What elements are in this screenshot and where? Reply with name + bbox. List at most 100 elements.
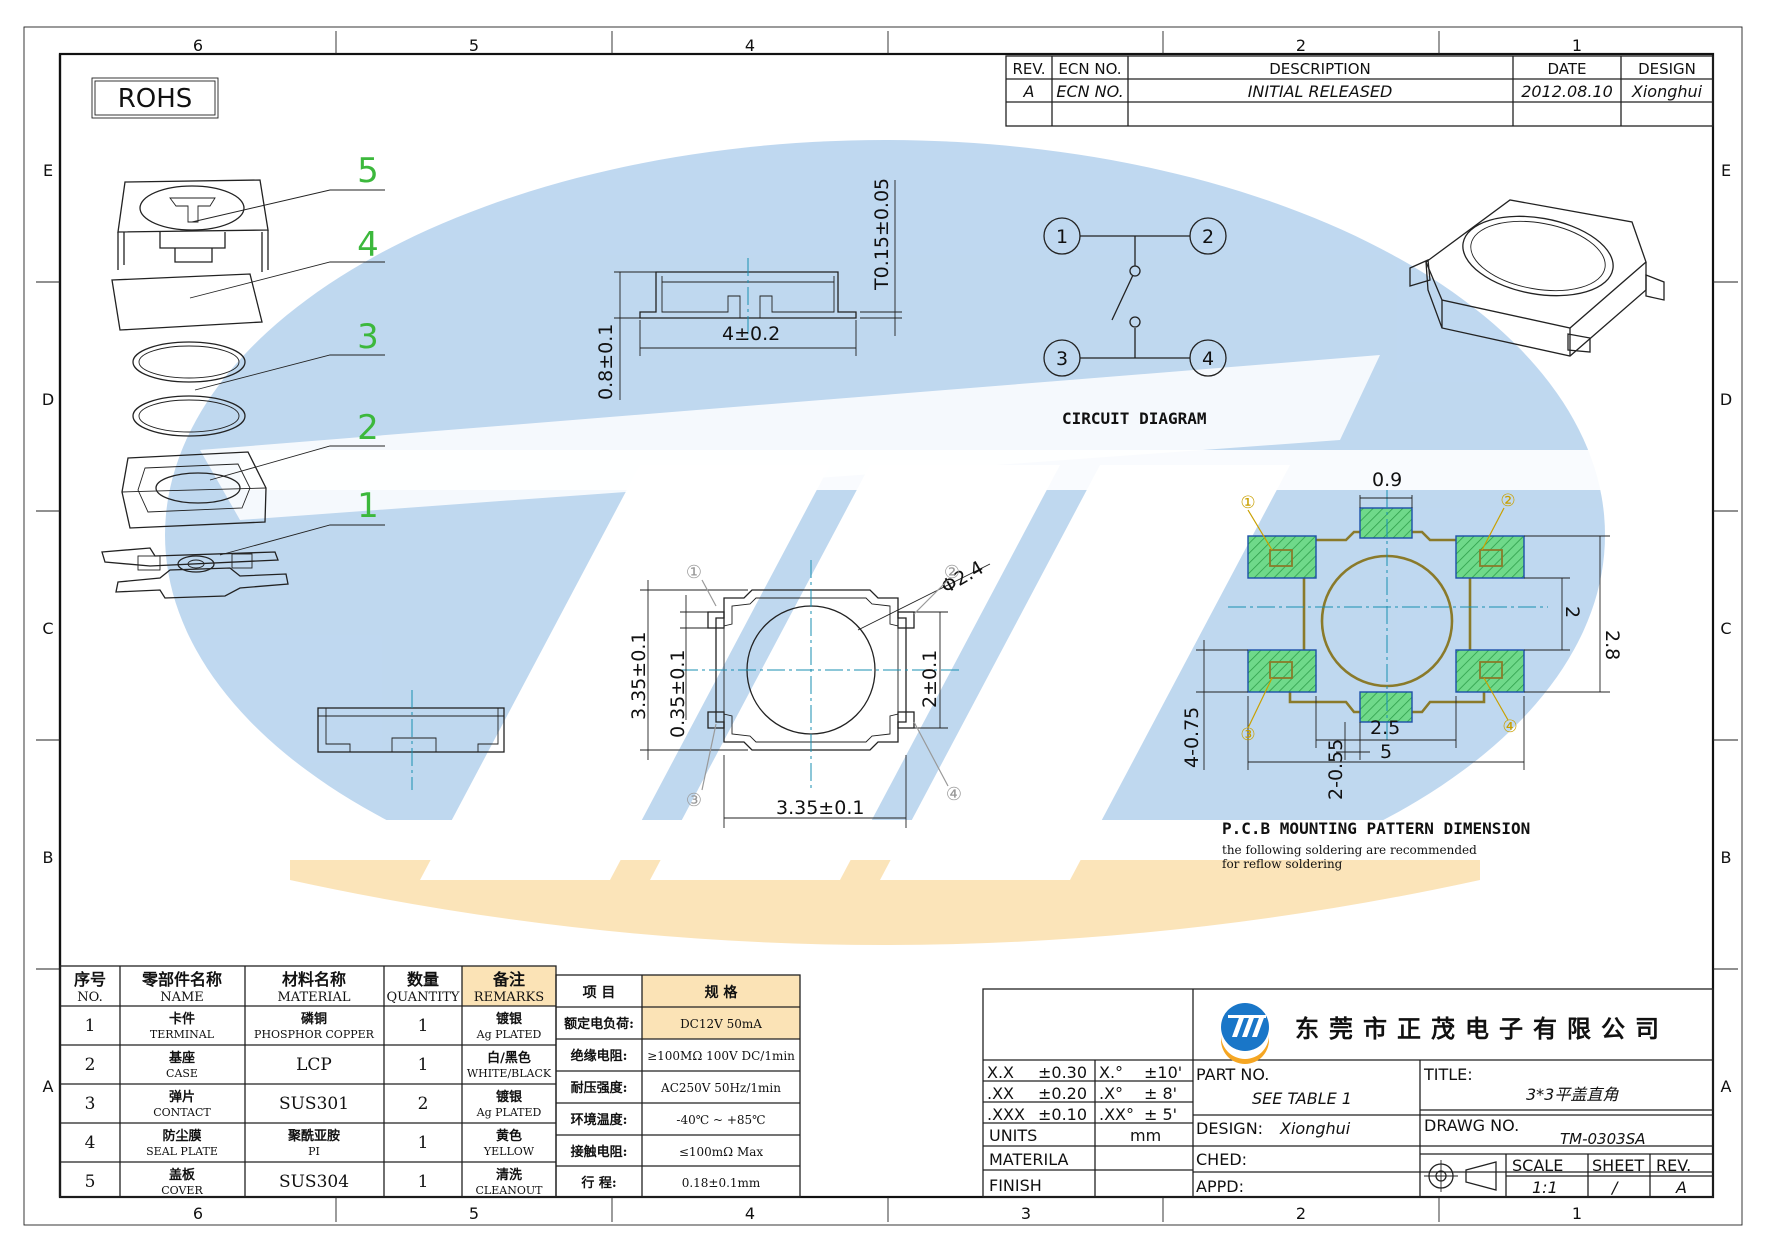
pcb-dim-right-outer: 2.8 — [1601, 630, 1623, 660]
spec-header-value: 规 格 — [705, 984, 739, 1001]
bom-cell-material-cn: 聚酰亚胺 — [287, 1128, 340, 1144]
part-seal-plate — [111, 273, 263, 331]
bom-cell-remarks-en: WHITE/BLACK — [467, 1067, 552, 1080]
tol-ang3-label: .XX° — [1099, 1105, 1134, 1124]
bom-cell-no: 2 — [85, 1055, 96, 1075]
date-header: DATE — [1547, 60, 1586, 78]
callout-4: 4 — [357, 225, 379, 265]
circuit-terminal-3: 3 — [1056, 348, 1068, 370]
bom-cell-remarks-cn: 镀银 — [496, 1089, 523, 1105]
spec-value: -40℃ ~ +85℃ — [676, 1113, 765, 1127]
bom-cell-remarks-cn: 清洗 — [496, 1167, 522, 1183]
spec-value: ≤100mΩ Max — [679, 1145, 764, 1159]
bom-cell-remarks-en: YELLOW — [483, 1145, 535, 1158]
bom-cell-name-cn: 盖板 — [169, 1167, 196, 1183]
row-label-right: E — [1721, 161, 1731, 180]
drawg-label: DRAWG NO. — [1424, 1116, 1519, 1135]
row-label-right: A — [1721, 1077, 1732, 1096]
isometric-view — [1409, 199, 1665, 357]
bom-cell-material: LCP — [296, 1055, 332, 1075]
ched-label: CHED: — [1196, 1150, 1247, 1169]
pcb-note-1: the following soldering are recommended — [1222, 843, 1477, 857]
bom-cell-material-cn: 磷铜 — [301, 1011, 327, 1027]
spec-item: 绝缘电阻: — [571, 1048, 628, 1064]
bom-header-name-en: NAME — [160, 990, 204, 1005]
pcb-dim-bottom: 2-0.55 — [1325, 739, 1347, 800]
pcb-terminal-3: ③ — [1240, 725, 1255, 745]
bom-header-material-cn: 材料名称 — [282, 970, 346, 989]
bom-cell-qty: 2 — [418, 1094, 429, 1114]
bom-cell-material-en: PI — [308, 1145, 320, 1158]
pcb-title: P.C.B MOUNTING PATTERN DIMENSION — [1222, 819, 1530, 838]
title-block: 东莞市正茂电子有限公司 X.X ±0.30 X.° ±10' .XX ±0.20… — [982, 988, 1714, 1198]
bom-header-name-cn: 零部件名称 — [141, 970, 222, 989]
dim-width: 4±0.2 — [722, 323, 780, 345]
bom-header-remarks-cn: 备注 — [492, 970, 525, 989]
tol-ang1-value: ±10' — [1144, 1063, 1182, 1082]
bom-cell-name-en: CASE — [166, 1067, 198, 1080]
design-label: DESIGN: — [1196, 1119, 1263, 1138]
dim-terminal-offset: 0.35±0.1 — [667, 650, 689, 738]
col-label-bottom: 1 — [1572, 1204, 1582, 1223]
bom-cell-material: SUS301 — [279, 1094, 349, 1114]
appd-label: APPD: — [1196, 1177, 1244, 1196]
title-value: 3*3平盖直角 — [1526, 1085, 1619, 1104]
row-label-right: D — [1720, 390, 1732, 409]
company-name: 东莞市正茂电子有限公司 — [1295, 1014, 1669, 1043]
pcb-dim-inner-width: 2.5 — [1370, 717, 1400, 739]
rev-label: REV. — [1656, 1156, 1691, 1175]
row-label-left: E — [43, 161, 53, 180]
circuit-terminal-2: 2 — [1202, 226, 1214, 248]
pcb-dim-left: 4-0.75 — [1181, 707, 1203, 768]
rev-value: A — [1023, 82, 1035, 101]
tol-ang1-label: X.° — [1099, 1063, 1123, 1082]
circuit-terminal-4: 4 — [1202, 348, 1214, 370]
spec-item: 接触电阻: — [571, 1144, 628, 1160]
callout-1: 1 — [357, 486, 379, 526]
title-label: TITLE: — [1423, 1065, 1473, 1084]
rohs-stamp: ROHS — [91, 77, 219, 119]
spec-value: DC12V 50mA — [680, 1017, 762, 1031]
bom-cell-remarks-cn: 黄色 — [496, 1128, 522, 1144]
bom-cell-remarks-cn: 镀银 — [496, 1011, 523, 1027]
row-label-left: B — [43, 848, 54, 867]
company-logo — [1221, 1003, 1269, 1064]
col-label-top: 5 — [469, 36, 479, 55]
row-label-left: D — [42, 390, 54, 409]
col-label-top: 6 — [193, 36, 203, 55]
top-terminal-3: ③ — [686, 790, 702, 811]
spec-value: ≥100MΩ 100V DC/1min — [647, 1049, 795, 1063]
col-label-bottom: 5 — [469, 1204, 479, 1223]
sheet-label: SHEET — [1592, 1156, 1644, 1175]
pcb-dim-right-inner: 2 — [1561, 606, 1583, 618]
bom-cell-name-cn: 卡件 — [169, 1011, 195, 1027]
spec-item: 行 程: — [580, 1175, 616, 1191]
pcb-note-2: for reflow soldering — [1222, 857, 1343, 871]
bom-cell-name-cn: 弹片 — [169, 1089, 195, 1105]
tol-xxx-label: .XX — [987, 1084, 1014, 1103]
bom-cell-name-cn: 基座 — [168, 1050, 195, 1066]
drawing-frame: 6 5 4 2 1 6 5 4 3 2 1 E D C B A E D C B … — [23, 26, 1743, 1226]
rev-value: A — [1675, 1178, 1687, 1197]
bom-cell-name-cn: 防尘膜 — [162, 1128, 201, 1144]
bom-cell-remarks-en: Ag PLATED — [476, 1028, 542, 1041]
callout-2: 2 — [357, 408, 379, 448]
col-label-top: 2 — [1296, 36, 1306, 55]
bom-cell-no: 5 — [85, 1172, 96, 1192]
dim-height: 0.8±0.1 — [595, 324, 617, 400]
design-value: Xionghui — [1631, 82, 1703, 101]
description-value: INITIAL RELEASED — [1248, 82, 1393, 101]
row-label-left: C — [42, 619, 53, 638]
bom-cell-name-en: TERMINAL — [150, 1028, 215, 1041]
circuit-diagram: 1 2 3 4 CIRCUIT DIAGRAM — [1043, 217, 1227, 428]
rev-header: REV. — [1013, 60, 1046, 78]
bom-cell-no: 3 — [85, 1094, 96, 1114]
col-label-bottom: 4 — [745, 1204, 755, 1223]
bom-header-no-en: NO. — [77, 990, 102, 1005]
ecn-header: ECN NO. — [1058, 60, 1121, 78]
dim-terminal-spacing: 2±0.1 — [919, 650, 941, 708]
rohs-label: ROHS — [118, 84, 193, 114]
tol-ang3-value: ± 5' — [1144, 1105, 1177, 1124]
date-value: 2012.08.10 — [1521, 82, 1613, 101]
